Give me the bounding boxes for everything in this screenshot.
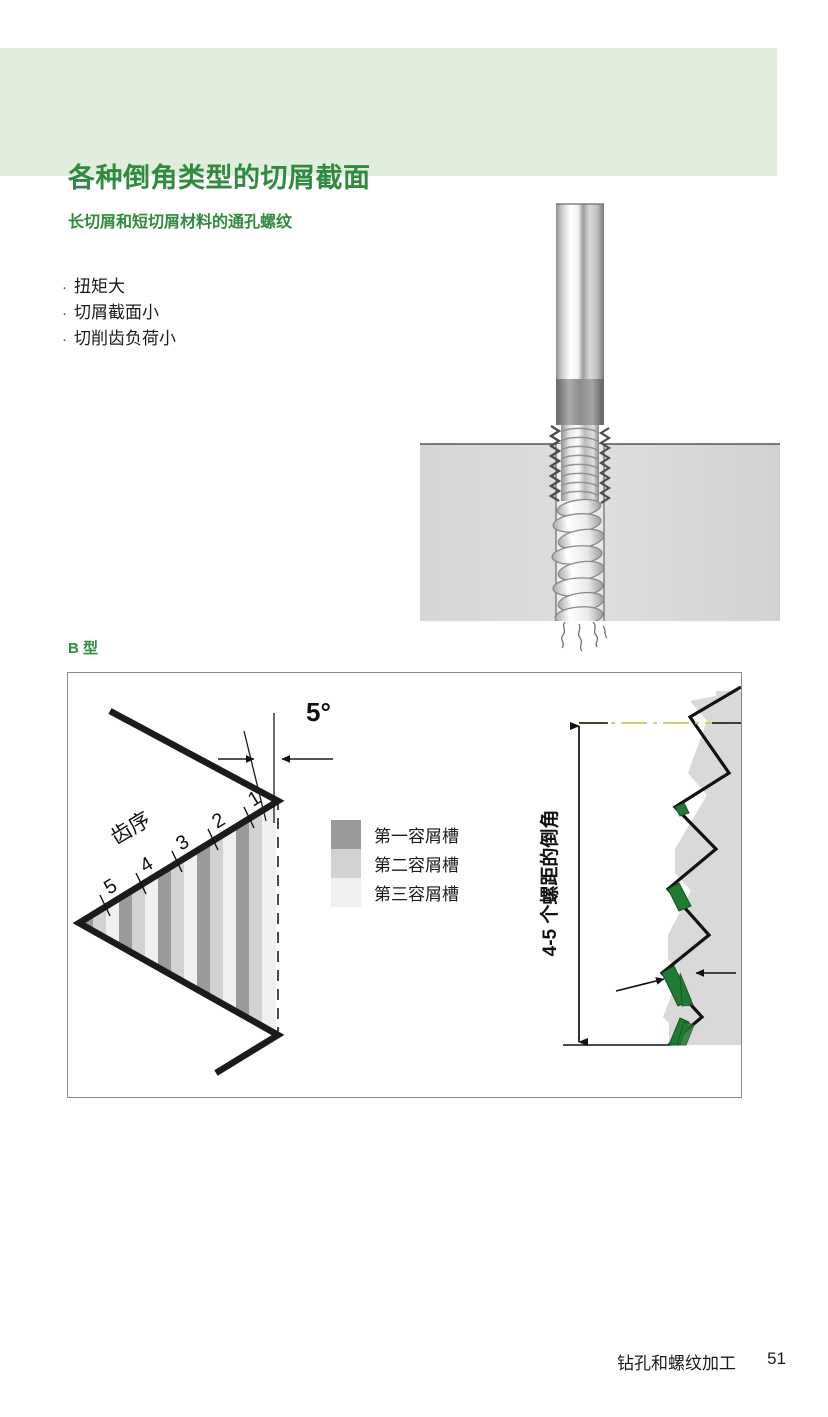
bullet-marker-icon: · bbox=[62, 331, 67, 348]
list-item: · 扭矩大 bbox=[62, 272, 392, 298]
legend-item: 第一容屑槽 bbox=[331, 820, 521, 849]
legend-swatch-first-flute bbox=[331, 820, 361, 849]
page-header-band: 各种倒角类型的切屑截面 bbox=[0, 48, 777, 193]
chip-sections bbox=[661, 802, 695, 1046]
chamfer-diagram-svg: 5° 齿序 5 4 3 2 1 bbox=[72, 685, 741, 1076]
chamfer-diagram-box: 5° 齿序 5 4 3 2 1 bbox=[67, 672, 742, 1098]
diagram-type-label: B 型 bbox=[68, 640, 99, 657]
tap-illustration bbox=[415, 196, 785, 666]
thread-engagement-profile: 4-5 个螺距的倒角 bbox=[538, 685, 741, 1047]
legend-item: 第三容屑槽 bbox=[331, 878, 521, 907]
legend-item: 第二容屑槽 bbox=[331, 849, 521, 878]
angle-annotation: 5° bbox=[218, 697, 333, 823]
wedge-outline bbox=[72, 708, 285, 1076]
list-item: · 切屑截面小 bbox=[62, 298, 392, 324]
bullet-marker-icon: · bbox=[62, 279, 67, 296]
legend-label: 第二容屑槽 bbox=[374, 856, 459, 875]
list-item-label: 切屑截面小 bbox=[74, 303, 159, 322]
legend-label: 第一容屑槽 bbox=[374, 827, 459, 846]
page-footer: 钻孔和螺纹加工 51 bbox=[0, 1349, 828, 1379]
chip-tails bbox=[561, 621, 608, 652]
flute-legend: 第一容屑槽 第二容屑槽 第三容屑槽 bbox=[331, 820, 521, 907]
angle-label: 5° bbox=[306, 697, 331, 727]
page-title: 各种倒角类型的切屑截面 bbox=[68, 163, 371, 193]
legend-swatch-third-flute bbox=[331, 878, 361, 907]
legend-swatch-second-flute bbox=[331, 849, 361, 878]
list-item-label: 扭矩大 bbox=[74, 277, 125, 296]
legend-label: 第三容屑槽 bbox=[374, 885, 459, 904]
bullet-marker-icon: · bbox=[62, 305, 67, 322]
list-item: · 切削齿负荷小 bbox=[62, 324, 392, 350]
section-subtitle: 长切屑和短切屑材料的通孔螺纹 bbox=[68, 214, 293, 231]
chip-thickness-arrows bbox=[615, 969, 736, 992]
tap-shank bbox=[556, 203, 604, 425]
chamfer-dimension: 4-5 个螺距的倒角 bbox=[538, 722, 669, 1046]
page-number: 51 bbox=[767, 1349, 786, 1368]
footer-chapter-title: 钻孔和螺纹加工 bbox=[617, 1354, 736, 1373]
tooth-order-label: 齿序 bbox=[107, 808, 155, 849]
feature-bullet-list: · 扭矩大 · 切屑截面小 · 切削齿负荷小 bbox=[62, 272, 392, 350]
tap-illustration-svg bbox=[420, 203, 780, 652]
spiral-chip bbox=[551, 498, 605, 621]
chamfer-length-label: 4-5 个螺距的倒角 bbox=[538, 810, 561, 957]
list-item-label: 切削齿负荷小 bbox=[74, 329, 176, 348]
tap-threads bbox=[548, 424, 612, 504]
